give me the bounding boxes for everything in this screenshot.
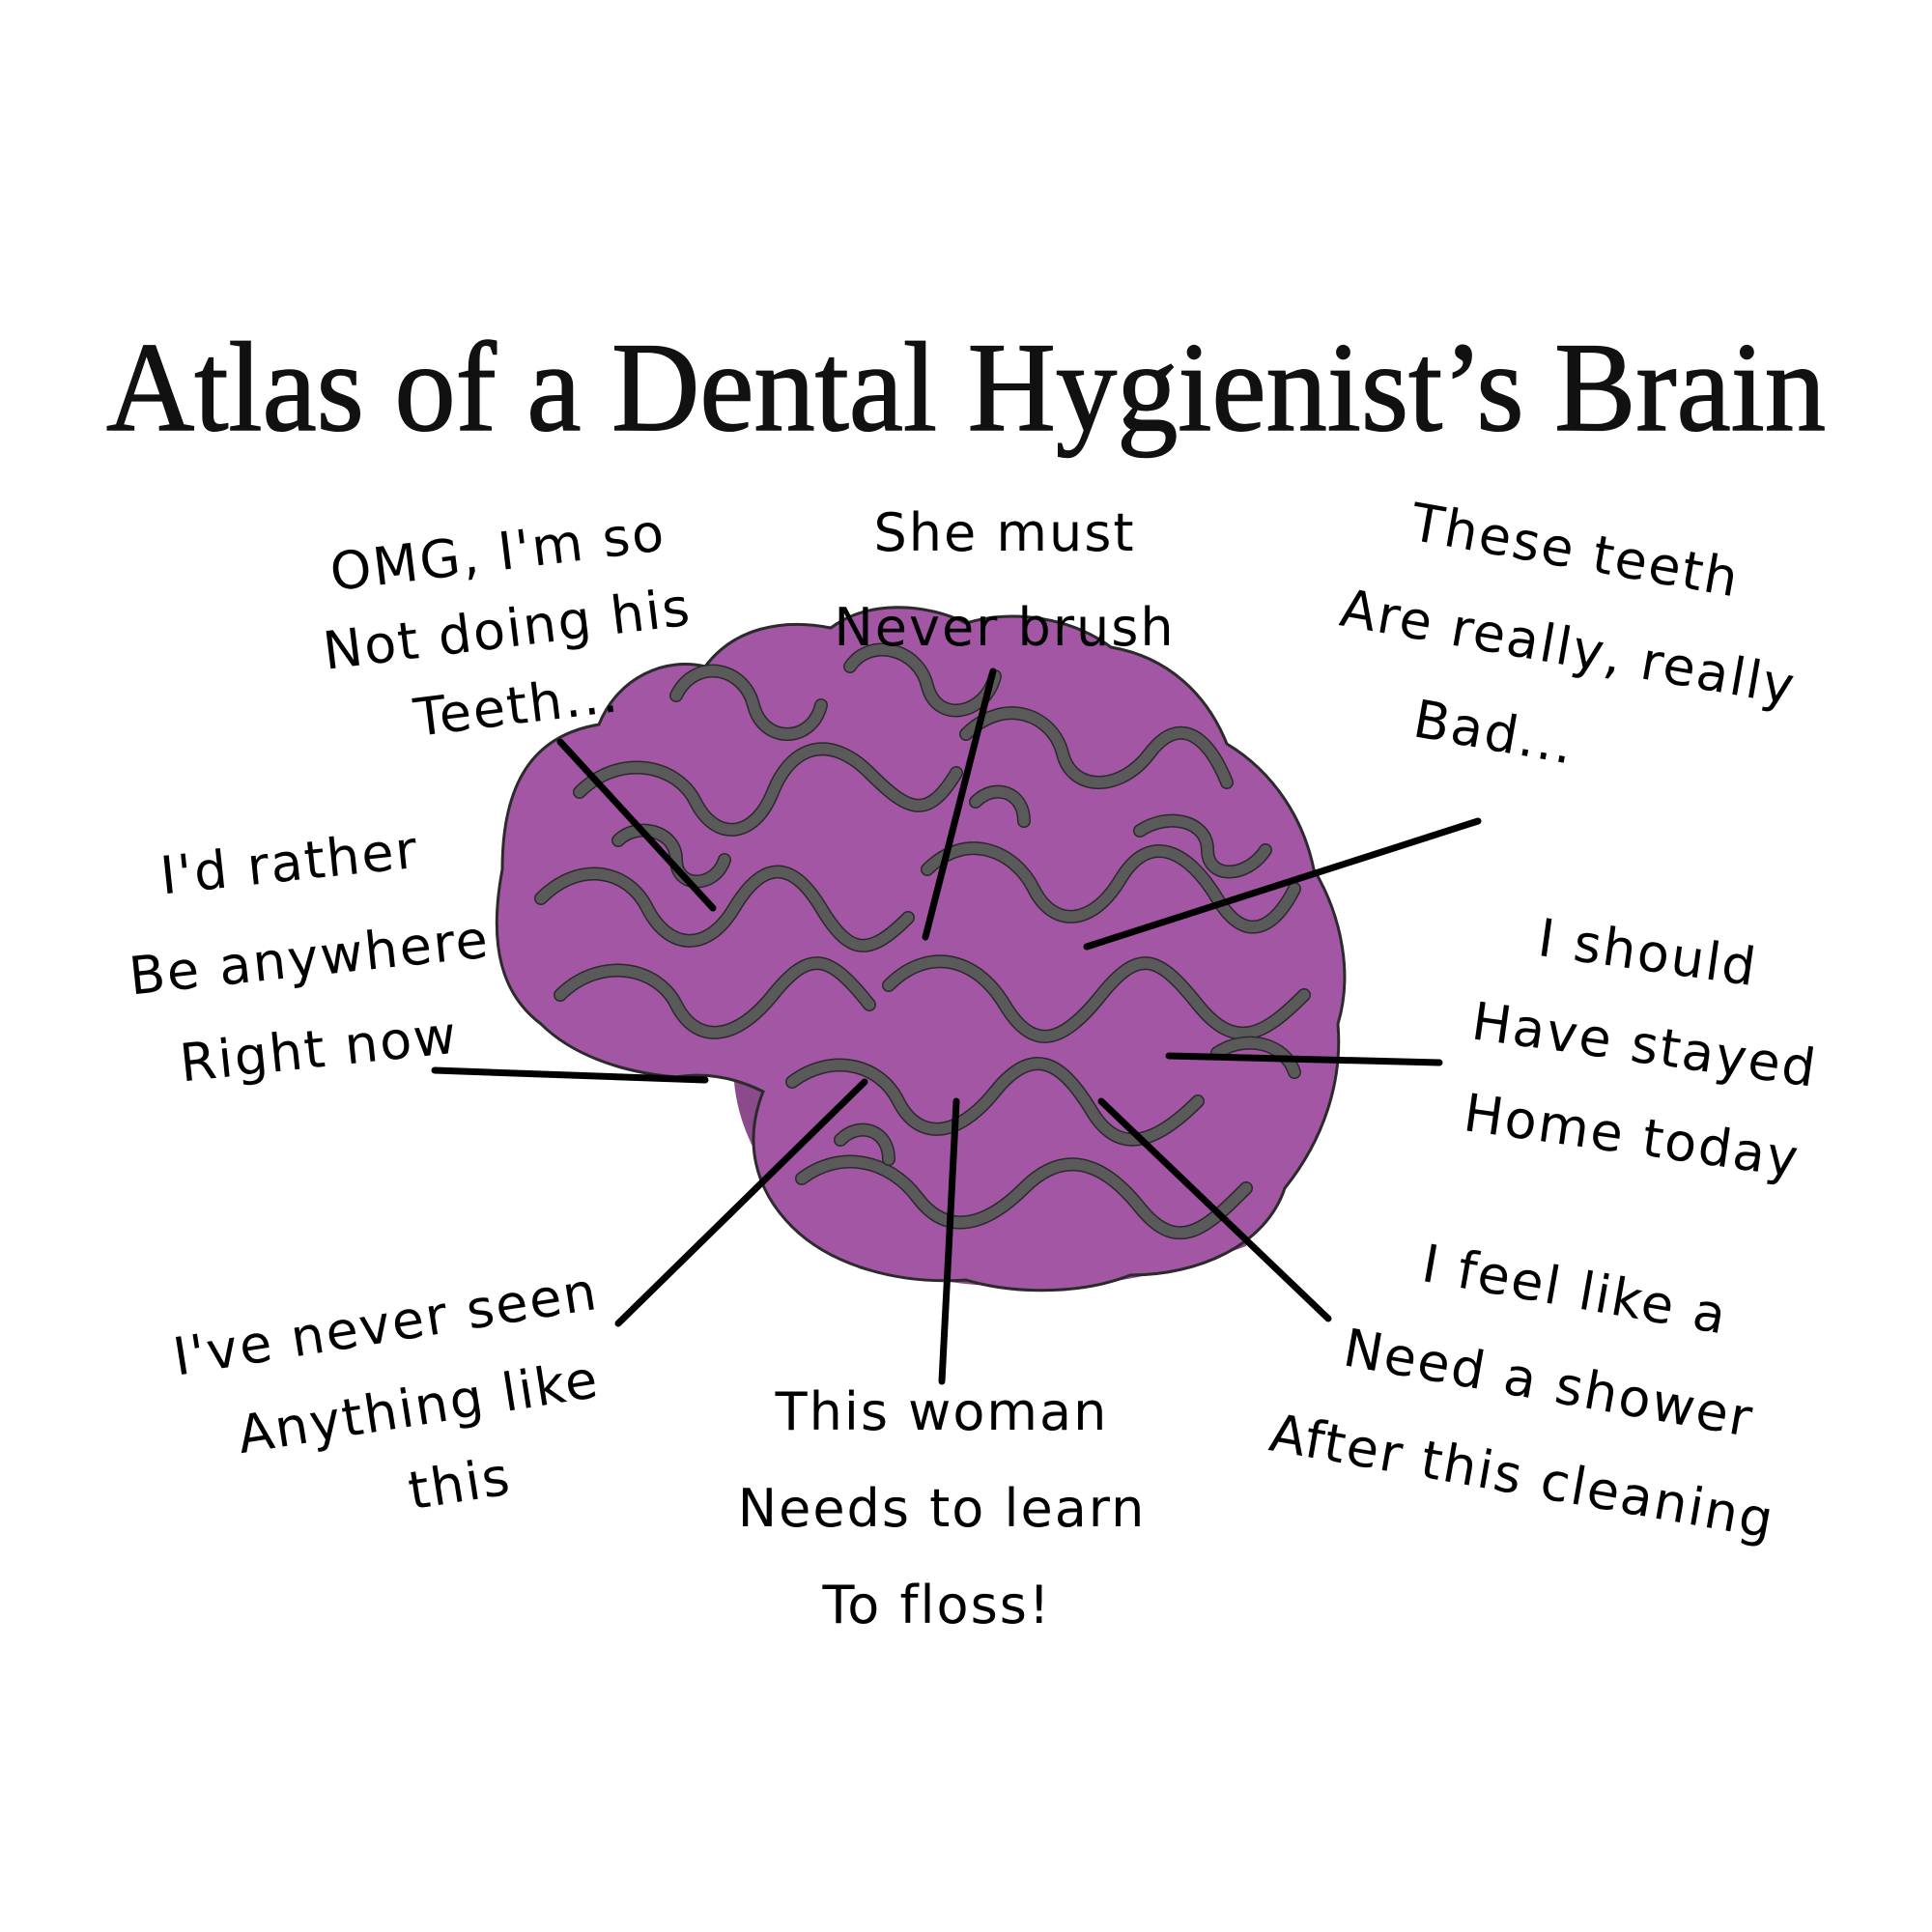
brain-illustration <box>495 606 1347 1293</box>
diagram-title: Atlas of a Dental Hygienist’s Brain <box>106 316 1826 458</box>
note-floss-line-1: This woman <box>775 1381 1109 1442</box>
note-rather-line-3: Right now <box>177 1005 461 1094</box>
pointer-she-must <box>922 668 997 941</box>
note-floss: This woman Needs to learn To floss! <box>738 1381 1147 1635</box>
note-never-seen-line-3: this <box>404 1445 515 1521</box>
note-she-must-line-2: Never brush <box>834 597 1175 658</box>
note-these-teeth-line-1: These teeth <box>1406 492 1745 610</box>
pointer-these-teeth <box>1083 817 1482 951</box>
note-she-must: She must Never brush <box>834 502 1175 658</box>
note-never-seen: I've never seen Anything like this <box>169 1261 603 1521</box>
note-rather-line-2: Be anywhere <box>127 909 493 1008</box>
note-stayed-line-2: Have stayed <box>1468 990 1821 1098</box>
pointer-lines <box>431 668 1482 1385</box>
note-floss-line-3: To floss! <box>822 1575 1052 1635</box>
pointer-never-seen <box>614 1078 868 1327</box>
note-shower-line-1: I feel like a <box>1418 1233 1733 1347</box>
pointer-omg <box>556 738 717 912</box>
note-stayed: I should Have stayed Home today <box>1461 907 1822 1189</box>
brain-outline <box>495 606 1347 1293</box>
note-these-teeth-line-3: Bad... <box>1409 689 1579 777</box>
note-she-must-line-1: She must <box>873 502 1135 563</box>
pointer-stayed <box>1165 1052 1443 1066</box>
pointer-shower <box>1097 1097 1332 1322</box>
note-these-teeth: These teeth Are really, really Bad... <box>1336 492 1801 777</box>
pointer-rather <box>431 1066 709 1084</box>
note-rather: I'd rather Be anywhere Right now <box>127 819 493 1094</box>
note-floss-line-2: Needs to learn <box>738 1478 1147 1539</box>
pointer-floss <box>938 1097 960 1385</box>
note-shower: I feel like a Need a shower After this c… <box>1265 1233 1779 1550</box>
note-stayed-line-1: I should <box>1535 907 1762 998</box>
note-rather-line-1: I'd rather <box>157 819 421 907</box>
note-stayed-line-3: Home today <box>1461 1082 1804 1189</box>
